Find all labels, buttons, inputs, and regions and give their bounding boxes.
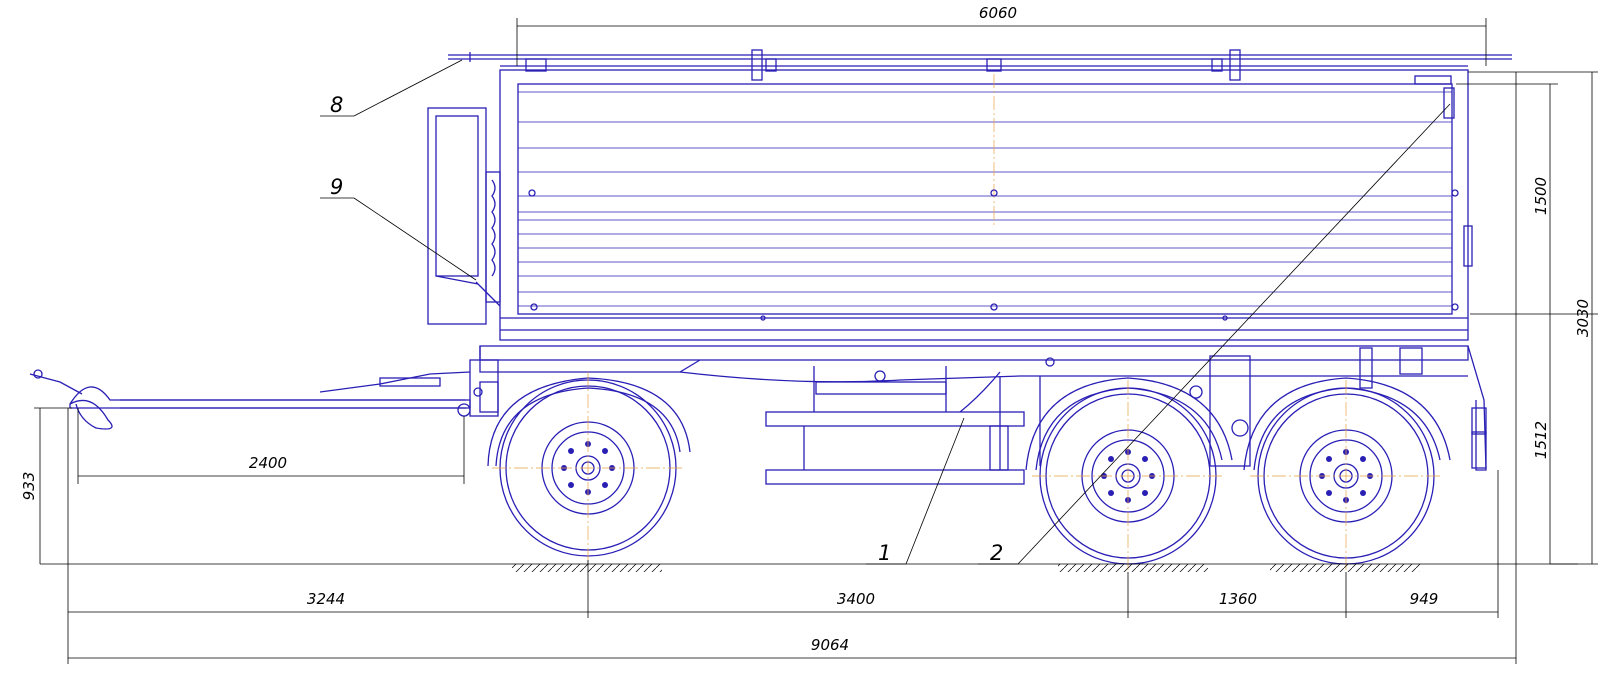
dim-total-length: 9064	[811, 636, 849, 654]
dim-drawbar-length: 2400	[249, 454, 287, 472]
rear-wheel	[1243, 377, 1451, 572]
callout-1: 1	[878, 541, 891, 565]
dim-axle-spacing: 1360	[1219, 590, 1257, 608]
dump-body	[448, 49, 1512, 341]
ground-line	[40, 563, 1578, 572]
dim-rear-overhang: 949	[1410, 590, 1439, 608]
callout-8: 8	[330, 93, 343, 117]
ladder	[427, 107, 501, 325]
dim-drawbar-height: 933	[20, 472, 38, 501]
dim-wheelbase: 3400	[837, 590, 875, 608]
dim-body-length: 6060	[979, 4, 1017, 22]
callout-9: 9	[330, 175, 343, 199]
dimension-lines	[34, 18, 1598, 664]
dim-total-height: 3030	[1574, 299, 1592, 337]
dim-front-overhang: 3244	[307, 590, 345, 608]
dim-side-height: 1500	[1532, 177, 1550, 215]
leader-lines	[320, 59, 1451, 565]
middle-wheel	[1025, 377, 1233, 572]
dim-floor-height: 1512	[1532, 421, 1550, 459]
front-wheel	[487, 372, 691, 564]
drawbar	[29, 359, 499, 430]
callout-2: 2	[990, 541, 1003, 565]
chassis-frame	[479, 345, 1487, 485]
